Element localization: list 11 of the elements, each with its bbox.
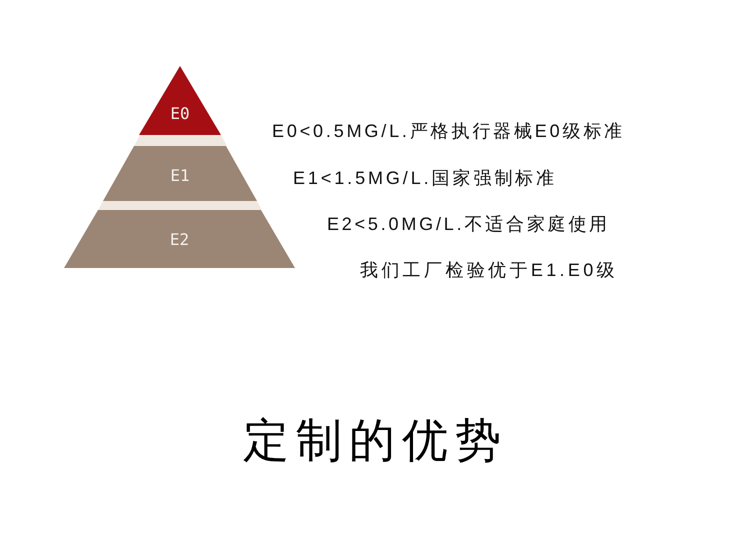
trapezoid-tier [103, 146, 257, 201]
triangle-tier [139, 66, 221, 135]
tier-label: E0 [169, 105, 191, 123]
spec-text: E2<5.0MG/L.不适合家庭使用 [327, 213, 610, 235]
title-text: 定制的优势 [243, 413, 508, 467]
spec-text: 我们工厂检验优于E1.E0级 [360, 259, 618, 281]
tier-label: E2 [168, 231, 190, 249]
trapezoid-tier [64, 210, 295, 268]
tier-label: E1 [169, 167, 191, 185]
spec-text: E0<0.5MG/L.严格执行器械E0级标准 [272, 120, 625, 142]
spec-text: E1<1.5MG/L.国家强制标准 [293, 167, 557, 189]
